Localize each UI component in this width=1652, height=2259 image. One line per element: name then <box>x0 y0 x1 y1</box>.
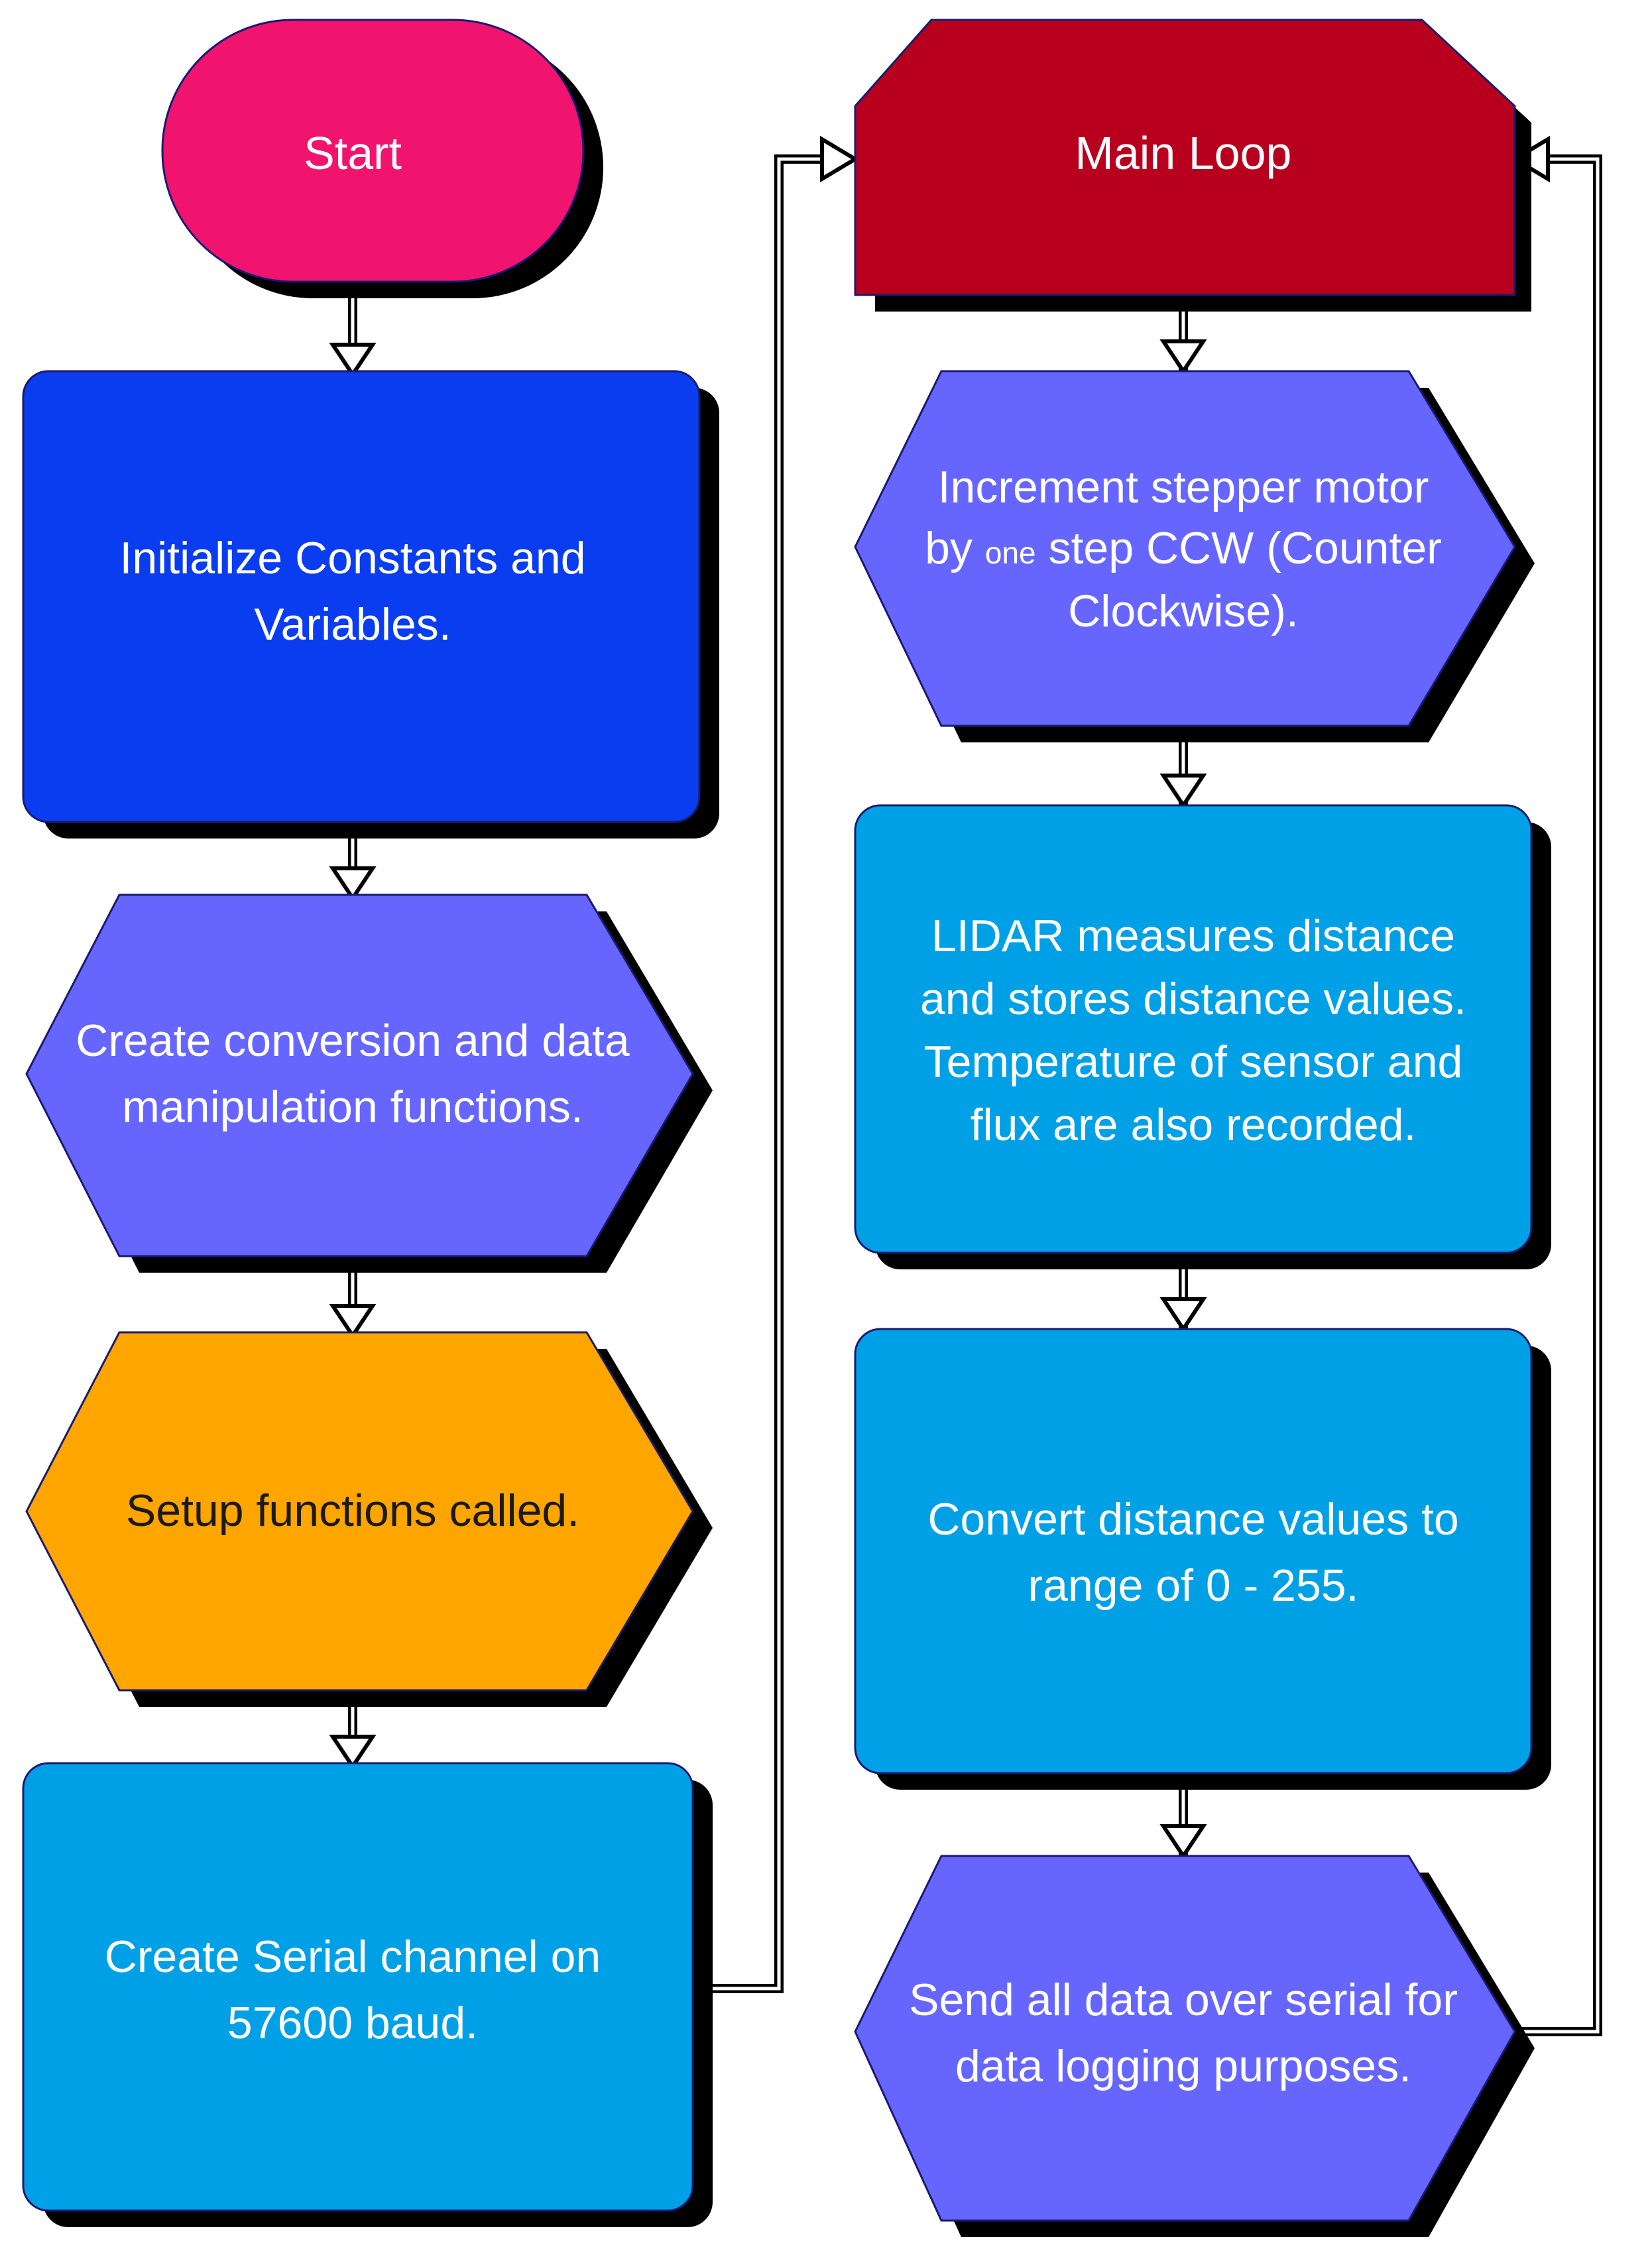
node-setup-shape <box>25 1331 694 1692</box>
node-increment: Increment stepper motor by one step CCW … <box>854 370 1535 742</box>
node-lidar-shape <box>854 804 1533 1254</box>
arrowhead-functions <box>329 866 377 902</box>
node-increment-line2: by one step CCW (Counter <box>925 523 1442 573</box>
node-lidar: LIDAR measures distance and stores dista… <box>854 804 1551 1269</box>
node-lidar-line4: flux are also recorded. <box>971 1100 1417 1150</box>
arrowhead-serial <box>329 1735 377 1770</box>
arrowhead-main-loop-left <box>820 135 859 183</box>
node-convert-line2: range of 0 - 255. <box>1028 1560 1358 1611</box>
node-init-line1: Initialize Constants and <box>119 533 585 583</box>
node-serial-line1: Create Serial channel on <box>105 1932 601 1982</box>
node-increment-line1: Increment stepper motor <box>938 462 1429 512</box>
node-init-line2: Variables. <box>254 599 451 650</box>
node-start: Start <box>161 19 603 298</box>
node-send-shape <box>854 1855 1516 2222</box>
node-start-shape <box>161 19 585 283</box>
node-lidar-line2: and stores distance values. <box>920 974 1466 1024</box>
node-send: Send all data over serial for data loggi… <box>854 1855 1535 2237</box>
node-functions-line2: manipulation functions. <box>122 1082 583 1132</box>
arrowhead-lidar <box>1159 774 1207 809</box>
node-increment-line2-a: by <box>925 523 985 573</box>
node-setup-label: Setup functions called. <box>126 1485 579 1536</box>
node-increment-line2-c: step CCW (Counter <box>1036 523 1442 573</box>
node-increment-line2-b: one <box>985 536 1036 570</box>
node-main-loop-shape <box>854 19 1516 296</box>
node-init: Initialize Constants and Variables. <box>22 370 719 839</box>
node-send-line1: Send all data over serial for <box>909 1975 1458 2025</box>
arrowheads <box>329 135 1550 1860</box>
node-serial: Create Serial channel on 57600 baud. <box>22 1762 713 2227</box>
node-send-line2: data logging purposes. <box>955 2041 1411 2091</box>
arrowhead-convert <box>1159 1297 1207 1333</box>
node-increment-shape <box>854 370 1516 727</box>
node-setup: Setup functions called. <box>25 1331 713 1707</box>
node-lidar-line1: LIDAR measures distance <box>931 911 1455 961</box>
arrowhead-init <box>329 343 377 378</box>
node-increment-line3: Clockwise). <box>1068 586 1299 636</box>
node-functions: Create conversion and data manipulation … <box>25 894 713 1273</box>
node-convert-shape <box>854 1328 1533 1774</box>
arrowhead-increment <box>1159 339 1207 375</box>
arrowhead-send <box>1159 1824 1207 1860</box>
node-lidar-line3: Temperature of sensor and <box>924 1037 1463 1087</box>
node-functions-shape <box>25 894 694 1257</box>
node-start-label: Start <box>304 127 402 179</box>
node-serial-line2: 57600 baud. <box>227 1998 478 2048</box>
node-init-shape <box>22 370 701 823</box>
arrowhead-setup <box>329 1304 377 1340</box>
node-convert: Convert distance values to range of 0 - … <box>854 1328 1551 1790</box>
node-functions-line1: Create conversion and data <box>76 1015 630 1066</box>
node-main-loop-label: Main Loop <box>1075 127 1292 179</box>
node-main-loop: Main Loop <box>854 19 1531 312</box>
node-convert-line1: Convert distance values to <box>927 1494 1458 1544</box>
node-serial-shape <box>22 1762 694 2212</box>
